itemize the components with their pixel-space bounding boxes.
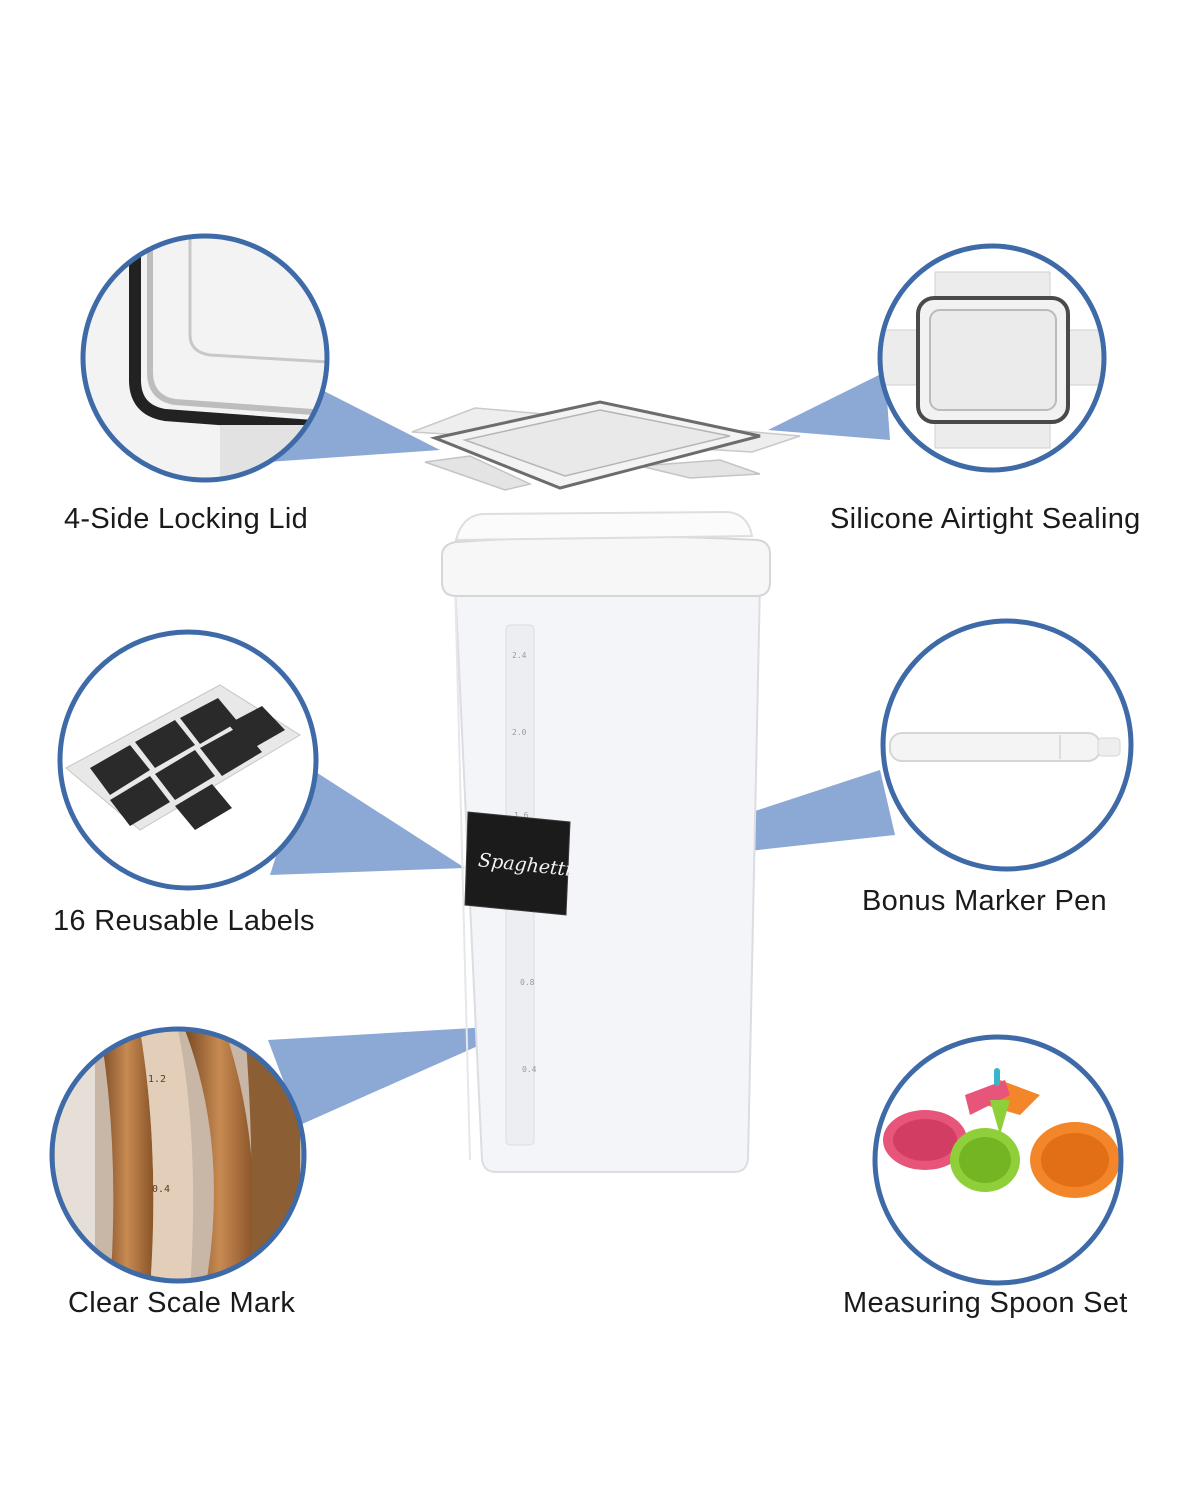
caption-locking-lid: 4-Side Locking Lid (64, 503, 308, 535)
caption-marker-pen: Bonus Marker Pen (862, 885, 1107, 917)
closeup-seal-circle (877, 243, 1107, 473)
closeup-spoons-circle (872, 1034, 1124, 1286)
callout-scale (268, 1025, 525, 1125)
closeup-pen-circle (880, 618, 1134, 872)
scale-mark: 0.8 (520, 978, 535, 987)
closeup-scale-circle: 1.2 0.4 (49, 1026, 307, 1284)
scale-closeup-mark: 1.2 (148, 1074, 166, 1085)
closeup-lid-circle (80, 233, 330, 483)
caption-scale-mark: Clear Scale Mark (68, 1287, 296, 1319)
container-illustration: 2.4 2.0 1.6 0.8 0.4 Spaghetti (441, 510, 771, 1173)
scale-mark: 2.0 (512, 728, 527, 737)
caption-reusable-labels: 16 Reusable Labels (53, 905, 315, 937)
lid-illustration (411, 400, 801, 491)
scale-mark: 1.6 (514, 811, 529, 820)
closeup-labels-circle (57, 629, 319, 891)
caption-spoon-set: Measuring Spoon Set (843, 1287, 1128, 1319)
chalk-label: Spaghetti (464, 811, 572, 916)
callout-seal (768, 372, 890, 440)
callout-labels (270, 765, 465, 875)
scale-mark: 2.4 (512, 651, 527, 660)
scale-mark: 0.4 (522, 1065, 537, 1074)
caption-airtight-sealing: Silicone Airtight Sealing (830, 503, 1141, 535)
scale-closeup-mark: 0.4 (152, 1184, 170, 1195)
